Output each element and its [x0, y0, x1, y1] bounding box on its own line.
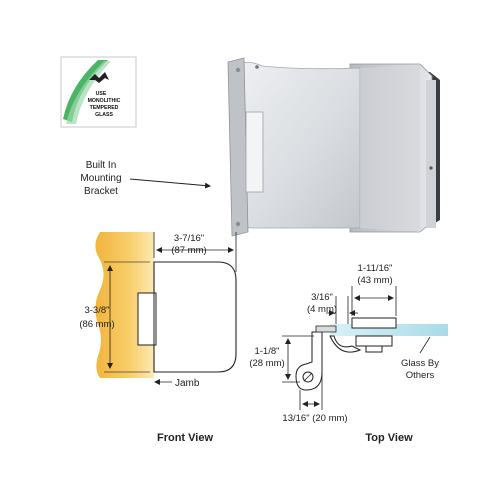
set-screw-icon	[429, 166, 433, 170]
front-width-dim-mm: (87 mm)	[171, 245, 206, 256]
front-hinge-body	[153, 261, 237, 373]
badge-line-3: TEMPERED	[90, 105, 119, 111]
tempered-glass-badge: USE MONOLITHIC TEMPERED GLASS	[60, 56, 137, 128]
mounting-bracket	[227, 57, 249, 237]
front-bracket-slot	[137, 292, 157, 346]
callout-line-3: Bracket	[84, 186, 118, 197]
top-dim-a: 3/16"	[311, 292, 333, 303]
screw-icon	[255, 65, 259, 69]
front-width-dim: 3-7/16"	[174, 233, 204, 244]
top-dim-c: 1-1/8"	[254, 346, 279, 357]
jamb-label: Jamb	[175, 378, 200, 389]
glass-label-line-1: Glass By	[401, 358, 439, 369]
badge-line-4: GLASS	[95, 112, 113, 118]
top-dim-b-mm: (43 mm)	[357, 275, 392, 286]
front-height-dim: 3-3/8"	[84, 305, 109, 316]
badge-line-2: MONOLITHIC	[88, 98, 121, 104]
badge-line-1: USE	[96, 91, 107, 97]
callout-line-1: Built In	[86, 160, 117, 171]
front-height-dim-mm: (86 mm)	[79, 319, 114, 330]
hinge-3d-render	[227, 57, 440, 237]
front-view-title: Front View	[157, 432, 213, 444]
top-view-title: Top View	[365, 432, 413, 444]
top-view: 3/16" (4 mm) 1-11/16" (43 mm) 1-1/8" (28…	[249, 263, 448, 444]
top-dim-b: 1-11/16"	[358, 263, 393, 274]
glass-pane-icon	[89, 72, 109, 83]
top-dim-a-mm: (4 mm)	[307, 304, 337, 315]
top-dim-d: 13/16" (20 mm)	[282, 413, 347, 424]
screw-icon	[235, 67, 241, 73]
front-view: 3-7/16" (87 mm) 3-3/8" (86 mm) Jamb Fron…	[79, 232, 237, 444]
bracket-callout: Built In Mounting Bracket	[80, 160, 211, 197]
glass-label-line-2: Others	[406, 370, 435, 381]
screw-icon	[235, 221, 241, 227]
callout-arrow	[129, 178, 211, 189]
callout-line-2: Mounting	[80, 173, 121, 184]
bracket-slot	[245, 111, 264, 193]
top-dim-c-mm: (28 mm)	[249, 358, 284, 369]
